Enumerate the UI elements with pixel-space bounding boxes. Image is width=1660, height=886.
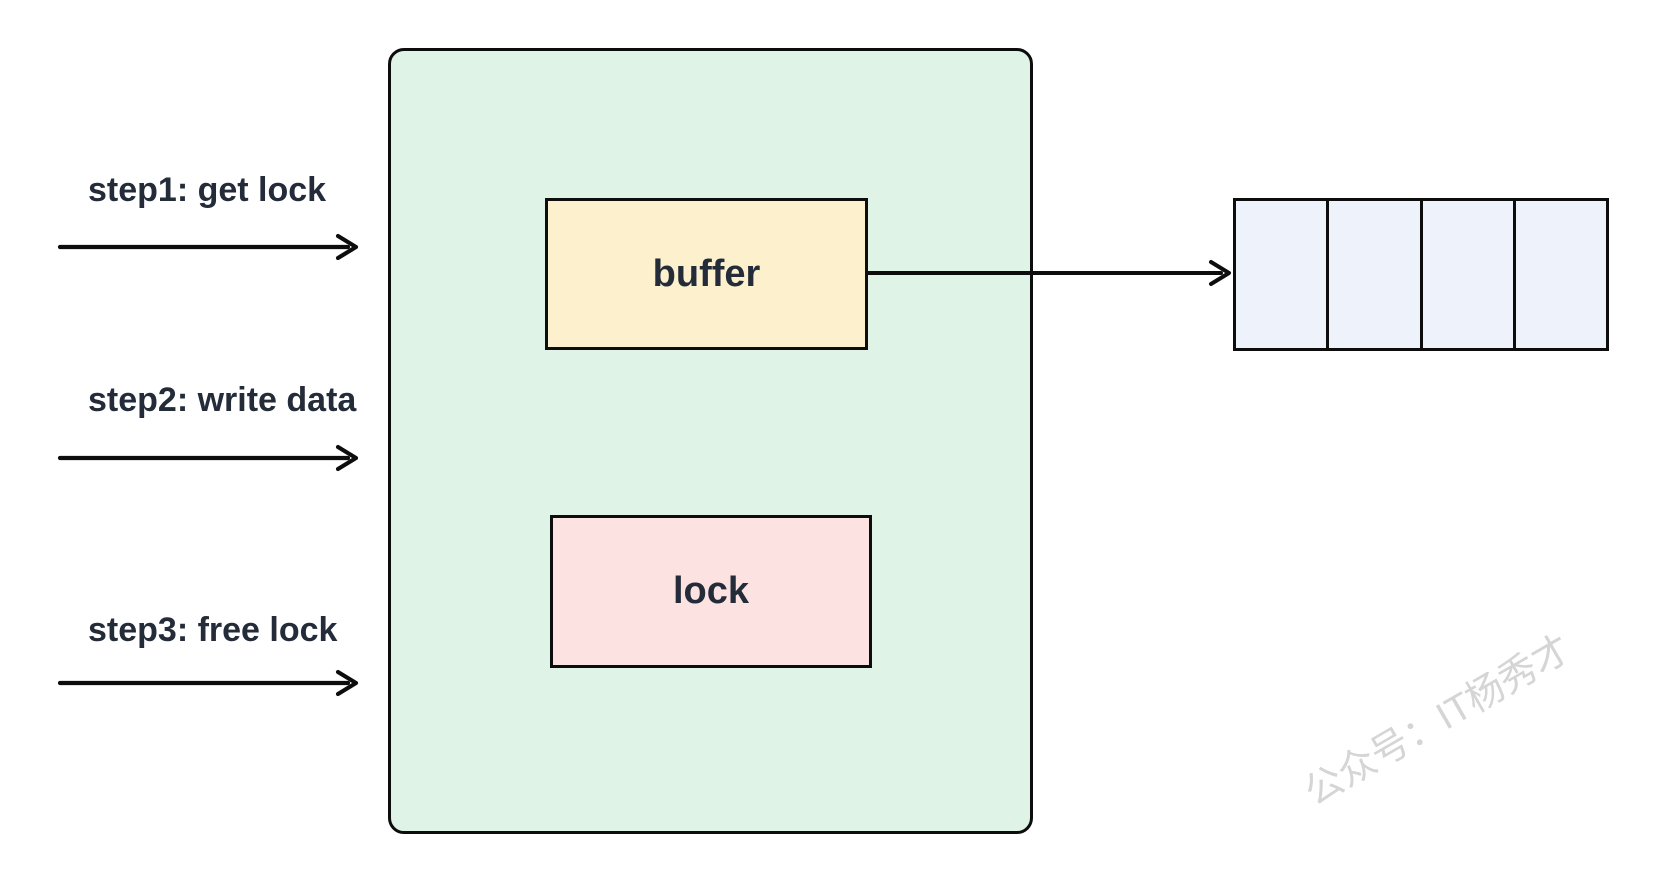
lock-box: lock	[550, 515, 872, 668]
step3-label: step3: free lock	[88, 611, 338, 649]
array-cell	[1233, 198, 1330, 351]
buffer-to-array-arrow-icon	[865, 260, 1231, 286]
step1-label: step1: get lock	[88, 171, 327, 209]
step1-arrow-icon	[57, 233, 359, 261]
buffer-box: buffer	[545, 198, 868, 350]
lock-label: lock	[672, 570, 750, 612]
step2-arrow-icon	[57, 444, 359, 472]
step3-arrow-icon	[57, 669, 359, 697]
array-cell	[1326, 198, 1423, 351]
array-cell	[1419, 198, 1516, 351]
array-cell	[1512, 198, 1609, 351]
buffer-array	[1233, 198, 1609, 351]
watermark-text: 公众号：IT杨秀才	[1297, 627, 1579, 815]
step2-label: step2: write data	[88, 381, 357, 419]
critical-section-container	[388, 48, 1033, 834]
buffer-label: buffer	[652, 252, 761, 295]
